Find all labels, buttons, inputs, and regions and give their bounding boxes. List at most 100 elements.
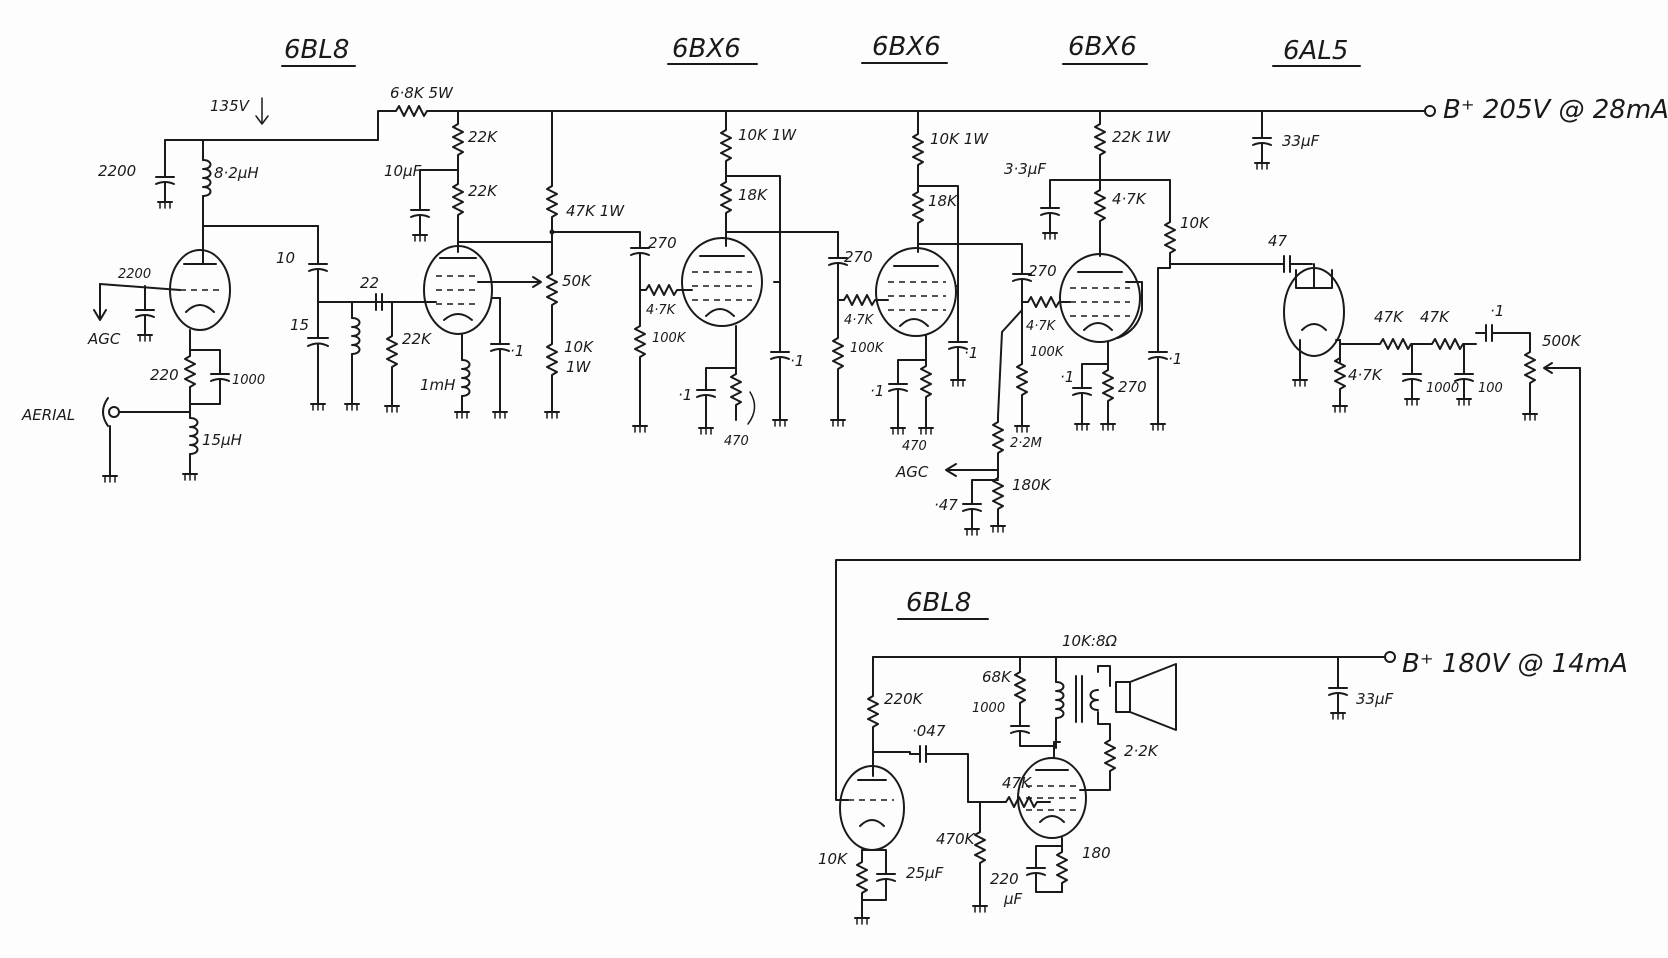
c-10uf-label: 10μF <box>384 162 422 180</box>
c-270c-label: 270 <box>1028 262 1057 280</box>
c-220uf-label: 220 <box>990 870 1019 888</box>
tube-title-6bx6-a: 6BX6 <box>667 34 758 65</box>
tube-envelope-7 <box>839 765 905 851</box>
tube-label: 6AL5 <box>1283 36 1348 66</box>
r-68k-label: 68K <box>982 668 1012 686</box>
c-100-label: 100 <box>1478 381 1503 396</box>
r-100kb-label: 100K <box>850 341 885 356</box>
r-10k1w-b-label: 10K 1W <box>738 126 797 144</box>
agc-label-2: AGC <box>895 463 929 481</box>
c-01g-label: ·1 <box>1168 350 1182 368</box>
tube-envelope-2 <box>423 245 493 335</box>
tube-envelope-8 <box>1017 757 1087 839</box>
bplus-label-top: B⁺ 205V @ 28mA <box>1443 95 1668 125</box>
r-6k8-label: 6·8K 5W <box>390 84 454 102</box>
r-18k-b-label: 18K <box>928 192 958 210</box>
r-220k-label: 220K <box>884 690 924 708</box>
r-180-label: 180 <box>1082 844 1111 862</box>
c-1000c-label: 1000 <box>972 701 1005 716</box>
bplus-rail-top: B⁺ 205V @ 28mA 135V 6·8K 5W <box>164 84 1668 141</box>
tube-envelope-3 <box>681 237 763 327</box>
r-22k1w-label: 22K 1W <box>1112 128 1171 146</box>
r-47k1w-label: 47K 1W <box>566 202 625 220</box>
r-47k-a-label: 47K <box>1374 308 1404 326</box>
tube-envelope-4 <box>875 247 957 337</box>
bplus-label-bottom: B⁺ 180V @ 14mA <box>1402 649 1628 679</box>
stage-if1-6bx6: 270 4·7K 100K 10K 1W 18K ·1 <box>630 110 839 449</box>
c-15-label: 15 <box>290 316 309 334</box>
l-8uh-label: 8·2μH <box>214 164 259 182</box>
c-2200a-label: 2200 <box>98 162 136 180</box>
r-180k-label: 180K <box>1012 476 1052 494</box>
r-18k-a-label: 18K <box>738 186 768 204</box>
tube-title-6al5: 6AL5 <box>1272 36 1361 67</box>
agc-label-1: AGC <box>87 330 121 348</box>
r-100ka-label: 100K <box>652 331 687 346</box>
c-01d-label: ·1 <box>870 382 884 400</box>
tube-title-6bl8-a: 6BL8 <box>281 35 356 67</box>
r-4k7b-label: 4·7K <box>844 313 875 328</box>
tube-label: 6BX6 <box>872 32 941 62</box>
r-100kc-label: 100K <box>1030 345 1065 360</box>
c-47-label: 47 <box>1268 232 1288 250</box>
tube-title-6bx6-b: 6BX6 <box>861 32 948 64</box>
stage-detector-6al5: 47 4·7K 47K 47K 1000 100 ·1 500K <box>835 232 1582 801</box>
stage-mixer-6bl8: 10 22 15 22K 22K 22K 10μF <box>276 110 641 419</box>
r-10k-e-label: 10K <box>818 850 848 868</box>
r-470a-label: 470 <box>724 434 749 449</box>
stage-audio-6bl8: 220K 10K 25μF ·047 47K 470K <box>818 632 1394 925</box>
r-22k-grid-label: 22K <box>402 330 432 348</box>
xfmr-label: 10K:8Ω <box>1062 632 1118 650</box>
r-270-label: 270 <box>1118 378 1147 396</box>
l-15uh-label: 15μH <box>202 431 242 449</box>
tube-envelope-5 <box>1059 253 1141 343</box>
c-22-label: 22 <box>360 274 379 292</box>
c-01a-label: ·1 <box>510 342 524 360</box>
c-047-label: ·47 <box>934 496 958 514</box>
r-500k-label: 500K <box>1542 332 1582 350</box>
r-470k-label: 470K <box>936 830 976 848</box>
c-2200b-label: 2200 <box>118 267 151 282</box>
bplus-rail-bottom: B⁺ 180V @ 14mA <box>872 649 1628 679</box>
r-4k7d-label: 4·7K <box>1026 319 1057 334</box>
tube-label: 6BL8 <box>906 588 971 618</box>
tube-label: 6BX6 <box>672 34 741 64</box>
r-4k7e-label: 4·7K <box>1348 366 1383 384</box>
tube-label: 6BL8 <box>284 35 349 65</box>
c-270b-label: 270 <box>844 248 873 266</box>
r-22k-a-label: 22K <box>468 128 498 146</box>
aerial-label: AERIAL <box>21 406 75 424</box>
r-220-label: 220 <box>150 366 179 384</box>
c-270a-label: 270 <box>648 234 677 252</box>
c-25uf-label: 25μF <box>906 864 944 882</box>
r-47k-b-label: 47K <box>1420 308 1450 326</box>
r-50k-label: 50K <box>562 272 592 290</box>
r-10k1w-c-label: 10K 1W <box>930 130 989 148</box>
c-220uf-unit: μF <box>1003 890 1023 908</box>
r-10k1w-a-label: 10K <box>564 338 594 356</box>
c-0047-label: ·047 <box>912 722 946 740</box>
r-10k1w-a2-label: 1W <box>566 358 592 376</box>
c-01f-label: ·1 <box>1060 368 1074 386</box>
r-4k7c-label: 4·7K <box>1112 190 1147 208</box>
r-47k-c-label: 47K <box>1002 774 1032 792</box>
c-1000b-label: 1000 <box>1426 381 1459 396</box>
v135-label: 135V <box>210 97 251 115</box>
c-01b-label: ·1 <box>678 386 692 404</box>
stage-if2-6bx6: 270 4·7K 100K 10K 1W 18K <box>828 110 1023 454</box>
r-2m2-label: 2·2M <box>1010 436 1042 451</box>
c-10-label: 10 <box>276 249 295 267</box>
c-01c-label: ·1 <box>790 352 804 370</box>
stage-rf-6bl8: 2200 8·2μH AGC 2200 220 1000 <box>21 139 319 483</box>
l-1mh-label: 1mH <box>420 376 455 394</box>
tube-title-6bl8-b: 6BL8 <box>897 588 989 620</box>
tube-title-6bx6-c: 6BX6 <box>1062 32 1148 65</box>
c-01e-label: ·1 <box>964 344 978 362</box>
stage-if3-6bx6: 270 4·7K 100K 2·2M 180K AGC ·47 22K 1W <box>895 110 1320 536</box>
r-4k7a-label: 4·7K <box>646 303 677 318</box>
r-470b-label: 470 <box>902 439 927 454</box>
c-1000a-label: 1000 <box>232 373 265 388</box>
r-2k2-label: 2·2K <box>1124 742 1159 760</box>
c-33ufb-label: 33μF <box>1356 690 1394 708</box>
